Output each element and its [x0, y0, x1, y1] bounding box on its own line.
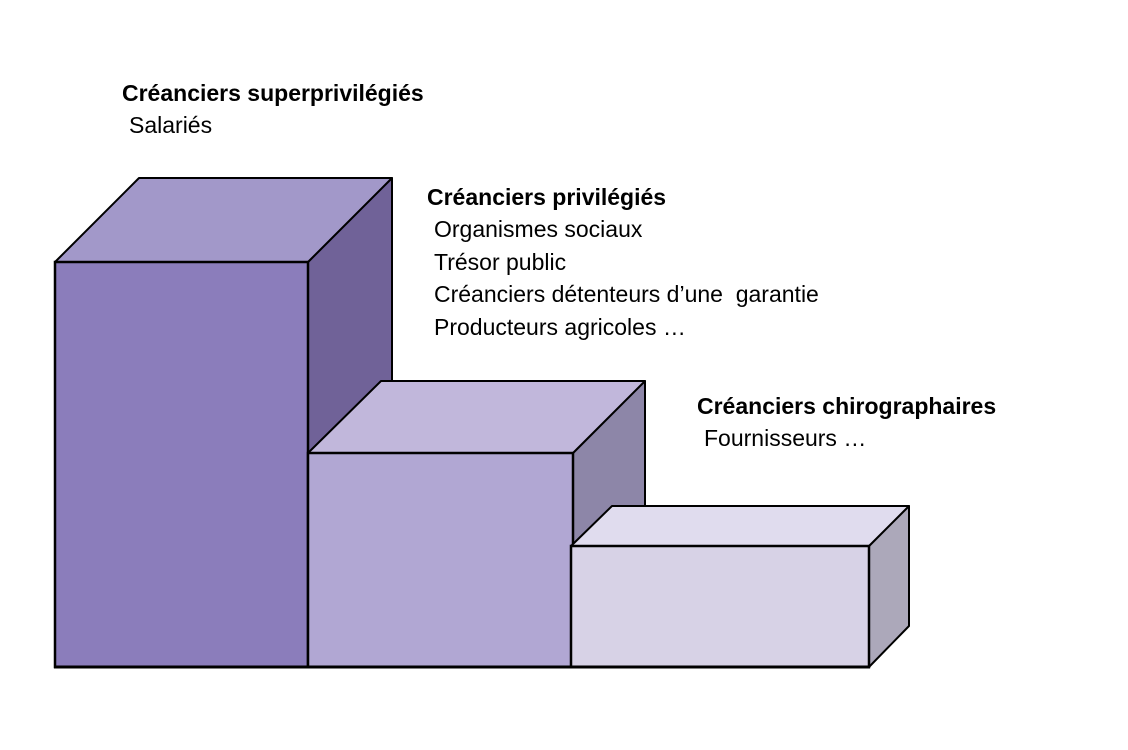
- tier-item: Fournisseurs …: [704, 425, 867, 451]
- block-unsecured-top: [570, 505, 910, 547]
- tier-title: Créanciers privilégiés: [427, 184, 667, 210]
- tier-item: Créanciers détenteurs d’une garantie: [434, 281, 819, 307]
- label-superprivileged: Créanciers superprivilégiés Salariés: [122, 77, 424, 142]
- tier-title: Créanciers chirographaires: [697, 393, 997, 419]
- label-unsecured: Créanciers chirographaires Fournisseurs …: [697, 390, 996, 455]
- tier-item: Producteurs agricoles …: [434, 313, 686, 340]
- tier-item: Organismes sociaux: [434, 216, 643, 242]
- tier-item: Trésor public: [434, 248, 567, 275]
- block-privileged-front: [306, 451, 575, 669]
- block-unsecured: [569, 505, 910, 669]
- tier-title: Créanciers superprivilégiés: [122, 80, 424, 106]
- tier-item: Salariés: [129, 112, 213, 138]
- block-unsecured-front: [569, 544, 871, 669]
- label-privileged: Créanciers privilégiés Organismes sociau…: [427, 181, 819, 343]
- block-superprivileged-front: [53, 260, 310, 669]
